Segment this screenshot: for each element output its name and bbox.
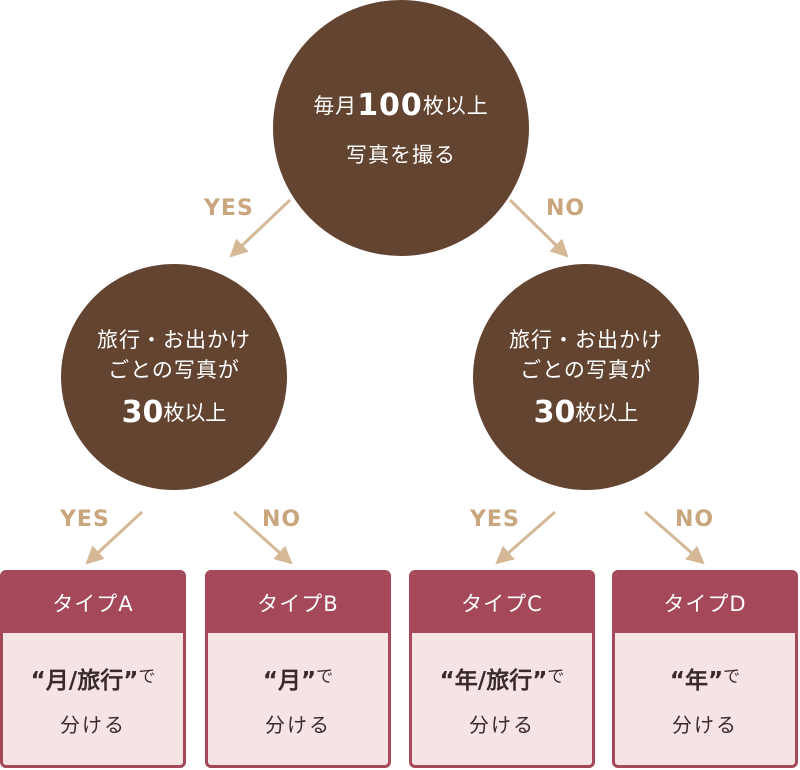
root-line-1-suffix: 枚以上 [422, 93, 489, 118]
arrow-left-yes [85, 510, 144, 565]
card-sub-text: 分ける [672, 712, 738, 737]
card-sub-text: 分ける [60, 712, 126, 737]
left-node-line-2: ごとの写真が [108, 357, 240, 382]
card-key: “月/旅行” [30, 667, 139, 694]
root-line-2: 写真を撮る [346, 142, 456, 167]
card-body: “月”で 分ける [208, 633, 388, 765]
card-particle: で [723, 666, 741, 687]
root-node: 毎月100枚以上 写真を撮る [273, 0, 529, 256]
card-key: “年” [669, 667, 724, 694]
branch-label-right-no: NO [675, 507, 715, 532]
card-title: タイプD [615, 573, 795, 633]
branch-label-root-yes: YES [204, 196, 254, 221]
card-title: タイプC [412, 573, 592, 633]
right-node-line-2: ごとの写真が [520, 357, 652, 382]
right-node-count: 30 [533, 394, 576, 430]
arrow-right-no [644, 510, 705, 565]
card-key: “月” [262, 667, 317, 694]
left-node-suffix: 枚以上 [163, 400, 227, 425]
right-node-line-1: 旅行・お出かけ [509, 327, 663, 352]
card-body: “年/旅行”で 分ける [412, 633, 592, 765]
card-key: “年/旅行” [439, 667, 548, 694]
card-sub-text: 分ける [265, 712, 331, 737]
card-body: “月/旅行”で 分ける [3, 633, 183, 765]
arrow-root-no [508, 198, 569, 258]
card-main-text: “年”で [670, 661, 740, 695]
card-body: “年”で 分ける [615, 633, 795, 765]
left-decision-node: 旅行・お出かけ ごとの写真が 30枚以上 [61, 264, 287, 490]
branch-label-root-no: NO [546, 196, 586, 221]
result-card-type-a: タイプA “月/旅行”で 分ける [0, 570, 186, 768]
card-main-text: “年/旅行”で [440, 661, 565, 695]
right-node-line-3: 30枚以上 [534, 395, 639, 430]
card-particle: で [316, 666, 334, 687]
left-node-line-3: 30枚以上 [122, 395, 227, 430]
left-node-count: 30 [121, 394, 164, 430]
card-main-text: “月”で [263, 661, 333, 695]
card-particle: で [138, 666, 156, 687]
card-main-text: “月/旅行”で [31, 661, 156, 695]
root-count: 100 [357, 87, 423, 123]
branch-label-left-no: NO [262, 507, 302, 532]
result-card-type-c: タイプC “年/旅行”で 分ける [409, 570, 595, 768]
right-node-suffix: 枚以上 [575, 400, 639, 425]
right-decision-node: 旅行・お出かけ ごとの写真が 30枚以上 [473, 264, 699, 490]
card-title: タイプB [208, 573, 388, 633]
card-title: タイプA [3, 573, 183, 633]
branch-label-right-yes: YES [470, 507, 520, 532]
card-sub-text: 分ける [469, 712, 535, 737]
result-card-type-d: タイプD “年”で 分ける [612, 570, 798, 768]
left-node-line-1: 旅行・お出かけ [97, 327, 251, 352]
root-line-1-prefix: 毎月 [313, 93, 358, 118]
card-particle: で [547, 666, 565, 687]
result-card-type-b: タイプB “月”で 分ける [205, 570, 391, 768]
branch-label-left-yes: YES [60, 507, 110, 532]
arrow-right-yes [495, 510, 556, 565]
root-line-1: 毎月100枚以上 [313, 88, 489, 123]
arrow-root-yes [229, 198, 292, 258]
arrow-left-no [233, 510, 293, 565]
